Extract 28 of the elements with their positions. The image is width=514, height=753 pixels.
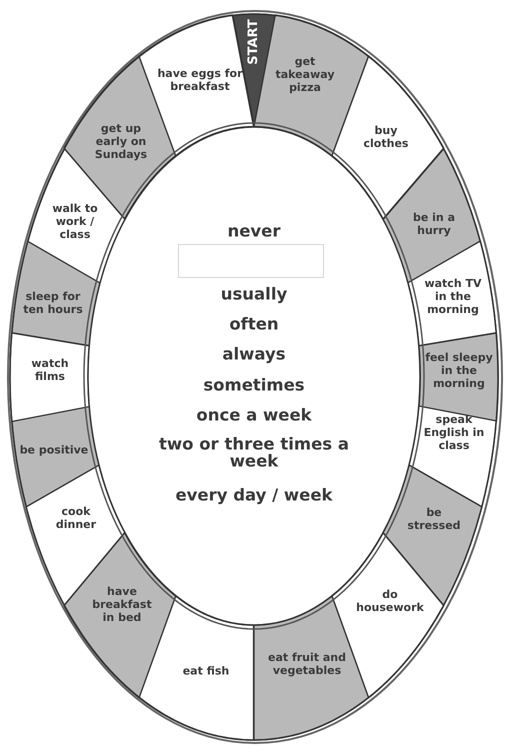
space-label: eat fish [182, 664, 230, 678]
space-label: walk to work / class [51, 202, 99, 242]
space-label: cook dinner [54, 504, 98, 532]
frequency-expression: always [221, 345, 287, 363]
space-label: get up early on Sundays [94, 122, 148, 162]
space-label: speak English in class [422, 413, 486, 453]
space-label: watch films [30, 356, 70, 384]
space-label: be positive [18, 443, 90, 457]
space-label: have breakfast in bed [91, 585, 153, 625]
frequency-expression: once a week [195, 406, 313, 424]
space-label: watch TV in the morning [423, 277, 482, 317]
start-label: START [246, 19, 262, 65]
space-label: eat fruit and vegetables [267, 650, 347, 678]
space-label: be in a hurry [412, 210, 456, 238]
space-label: be stressed [406, 506, 462, 532]
frequency-expression: two or three times a week [158, 436, 350, 470]
space-label: sleep for ten hours [22, 290, 84, 316]
space-label: feel sleepy in the morning [424, 351, 493, 391]
answer-box [178, 244, 324, 278]
space-label: buy clothes [362, 124, 410, 150]
space-label: do housework [355, 588, 425, 614]
space-label: get takeaway pizza [274, 55, 336, 95]
frequency-expression: usually [220, 285, 288, 303]
frequency-expression: never [226, 222, 282, 240]
frequency-expression: every day / week [174, 486, 334, 504]
frequency-expression: sometimes [202, 376, 306, 394]
space-label: have eggs for breakfast [156, 66, 243, 94]
frequency-expression: often [228, 315, 280, 333]
